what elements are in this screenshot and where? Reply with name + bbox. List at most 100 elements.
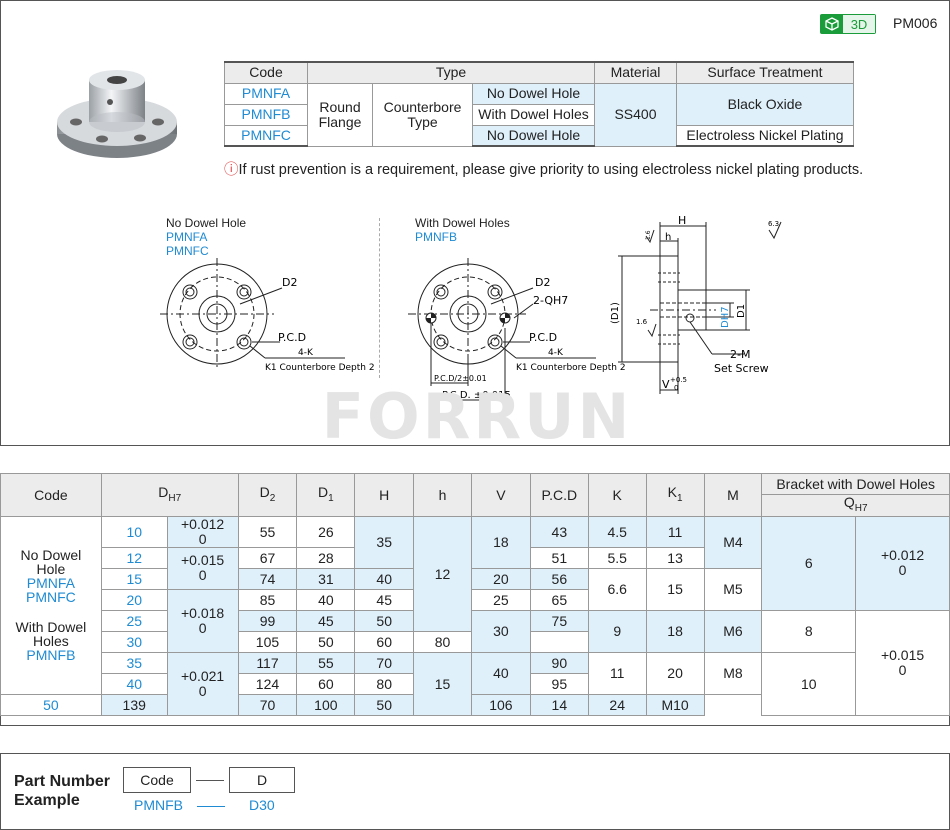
pcd-tol-label: P.C.D. ±0.015 [442, 390, 511, 401]
d2-cell: 85 [237, 588, 298, 611]
rust-note: ⓘIf rust prevention is a requirement, pl… [224, 158, 863, 179]
d2-cell: 105 [237, 630, 298, 653]
K1-cell: 18 [645, 609, 705, 653]
K1-cell: 20 [645, 651, 705, 695]
d1-cell: 70 [237, 693, 298, 716]
pcd-cell: 51 [529, 546, 589, 569]
d-value-cell: 35 [100, 651, 168, 674]
pcd-label: P.C.D [278, 331, 306, 344]
Q-cell: 10 [761, 651, 857, 716]
Q-cell: 6 [761, 515, 857, 611]
header-pcd: P.C.D [529, 473, 589, 517]
K-cell: 6.6 [587, 567, 647, 611]
pcd-cell: 75 [529, 609, 589, 632]
d1-cell: 45 [296, 609, 356, 632]
diagram-no-dowel: D2 P.C.D 4-K K1 Counterbore Depth 2 [160, 258, 375, 373]
K1-cell: 11 [645, 515, 705, 548]
code-group-cell: No Dowel Hole PMNFA PMNFC With Dowel Hol… [0, 515, 102, 695]
d-value-cell: 30 [100, 630, 168, 653]
M-cell: M6 [703, 609, 763, 653]
pn-example-code: PMNFB [134, 797, 183, 813]
d1-label: D1 [736, 304, 747, 318]
h-cell: 12 [413, 515, 472, 632]
V-cell: 30 [470, 609, 531, 653]
pn-code-box: Code [123, 767, 191, 793]
H-cell: 80 [354, 672, 415, 695]
pn-d-box: D [229, 767, 295, 793]
v-label: V [662, 378, 670, 391]
d2-cell: 67 [237, 546, 298, 569]
M-cell: M10 [645, 693, 705, 716]
d-value-cell: 12 [100, 546, 168, 569]
dowel-cell: No Dowel Hole [472, 124, 595, 147]
V-cell: 18 [470, 515, 531, 569]
M-cell: M8 [703, 651, 763, 695]
k-label: 4-K [298, 348, 314, 358]
cube-icon [821, 15, 843, 33]
d1-cell: 55 [296, 651, 356, 674]
H-cell: 100 [296, 693, 356, 716]
d-value-cell: 15 [100, 567, 168, 590]
d-value-cell: 25 [100, 609, 168, 632]
pn-example-connector [197, 806, 225, 807]
header-code: Code [0, 473, 102, 517]
d1-paren-label: (D1) [610, 302, 621, 324]
surface-cell: Electroless Nickel Plating [676, 124, 854, 147]
K1-cell: 13 [645, 546, 705, 569]
Q-cell: 8 [761, 609, 857, 653]
header-bracket: Bracket with Dowel Holes [761, 473, 950, 495]
set-screw-label: Set Screw [714, 362, 769, 375]
svg-text:FORRUN: FORRUN [322, 380, 633, 453]
pcd-cell: 90 [529, 651, 589, 674]
pcd-cell: 43 [529, 515, 589, 548]
header-dh7: DH7 [100, 473, 239, 517]
product-image [57, 70, 177, 158]
d2-cell: 55 [237, 515, 298, 548]
material-cell: SS400 [594, 82, 677, 147]
product-code: PM006 [893, 15, 938, 31]
pcd-cell: 95 [529, 672, 589, 695]
k1-label: K1 Counterbore Depth 2 [265, 363, 375, 373]
roughness-label: 1.6 [636, 318, 648, 326]
H-cell: 35 [354, 515, 415, 569]
V-cell: 50 [354, 693, 415, 716]
d1-cell: 50 [296, 630, 356, 653]
H-cell: 60 [354, 630, 415, 653]
3d-model-button[interactable]: 3D [820, 14, 876, 34]
K-cell: 11 [587, 651, 647, 695]
diagram-with-dowel: D2 2-QH7 P.C.D 4-K K1 Counterbore Depth … [408, 258, 626, 403]
d2-label: D2 [535, 276, 550, 289]
3d-label: 3D [843, 15, 875, 33]
H-cell: 50 [354, 609, 415, 632]
forrun-watermark: FORRUN [322, 380, 630, 453]
pcd-cell: 106 [470, 693, 531, 716]
diagram-side-view: H h 1.6 (D1) 1.6 DH7 D1 2-M Set Screw V … [610, 214, 782, 394]
d1-cell: 26 [296, 515, 356, 548]
d2-cell: 74 [237, 567, 298, 590]
pcd-half-label: P.C.D/2±0.01 [434, 374, 487, 383]
dowel-cell: No Dowel Hole [472, 82, 595, 105]
q-label: 2-QH7 [533, 294, 568, 307]
header-material: Material [594, 61, 677, 84]
d2-cell: 99 [237, 609, 298, 632]
M-cell: M5 [703, 567, 763, 611]
header-d2: D2 [237, 473, 298, 517]
roughness-label: 1.6 [645, 230, 652, 240]
d-value-cell: 10 [100, 515, 168, 548]
header-K1: K1 [645, 473, 705, 517]
v-tol-zero: 0 [674, 384, 678, 392]
d1-cell: 28 [296, 546, 356, 569]
spec-table: Code Type Material Surface Treatment PMN… [224, 61, 854, 147]
pcd-cell: 80 [413, 630, 472, 653]
d1-cell: 40 [296, 588, 356, 611]
diagram-middle-label: With Dowel Holes PMNFB [415, 216, 510, 244]
dh7-label: DH7 [720, 306, 731, 328]
